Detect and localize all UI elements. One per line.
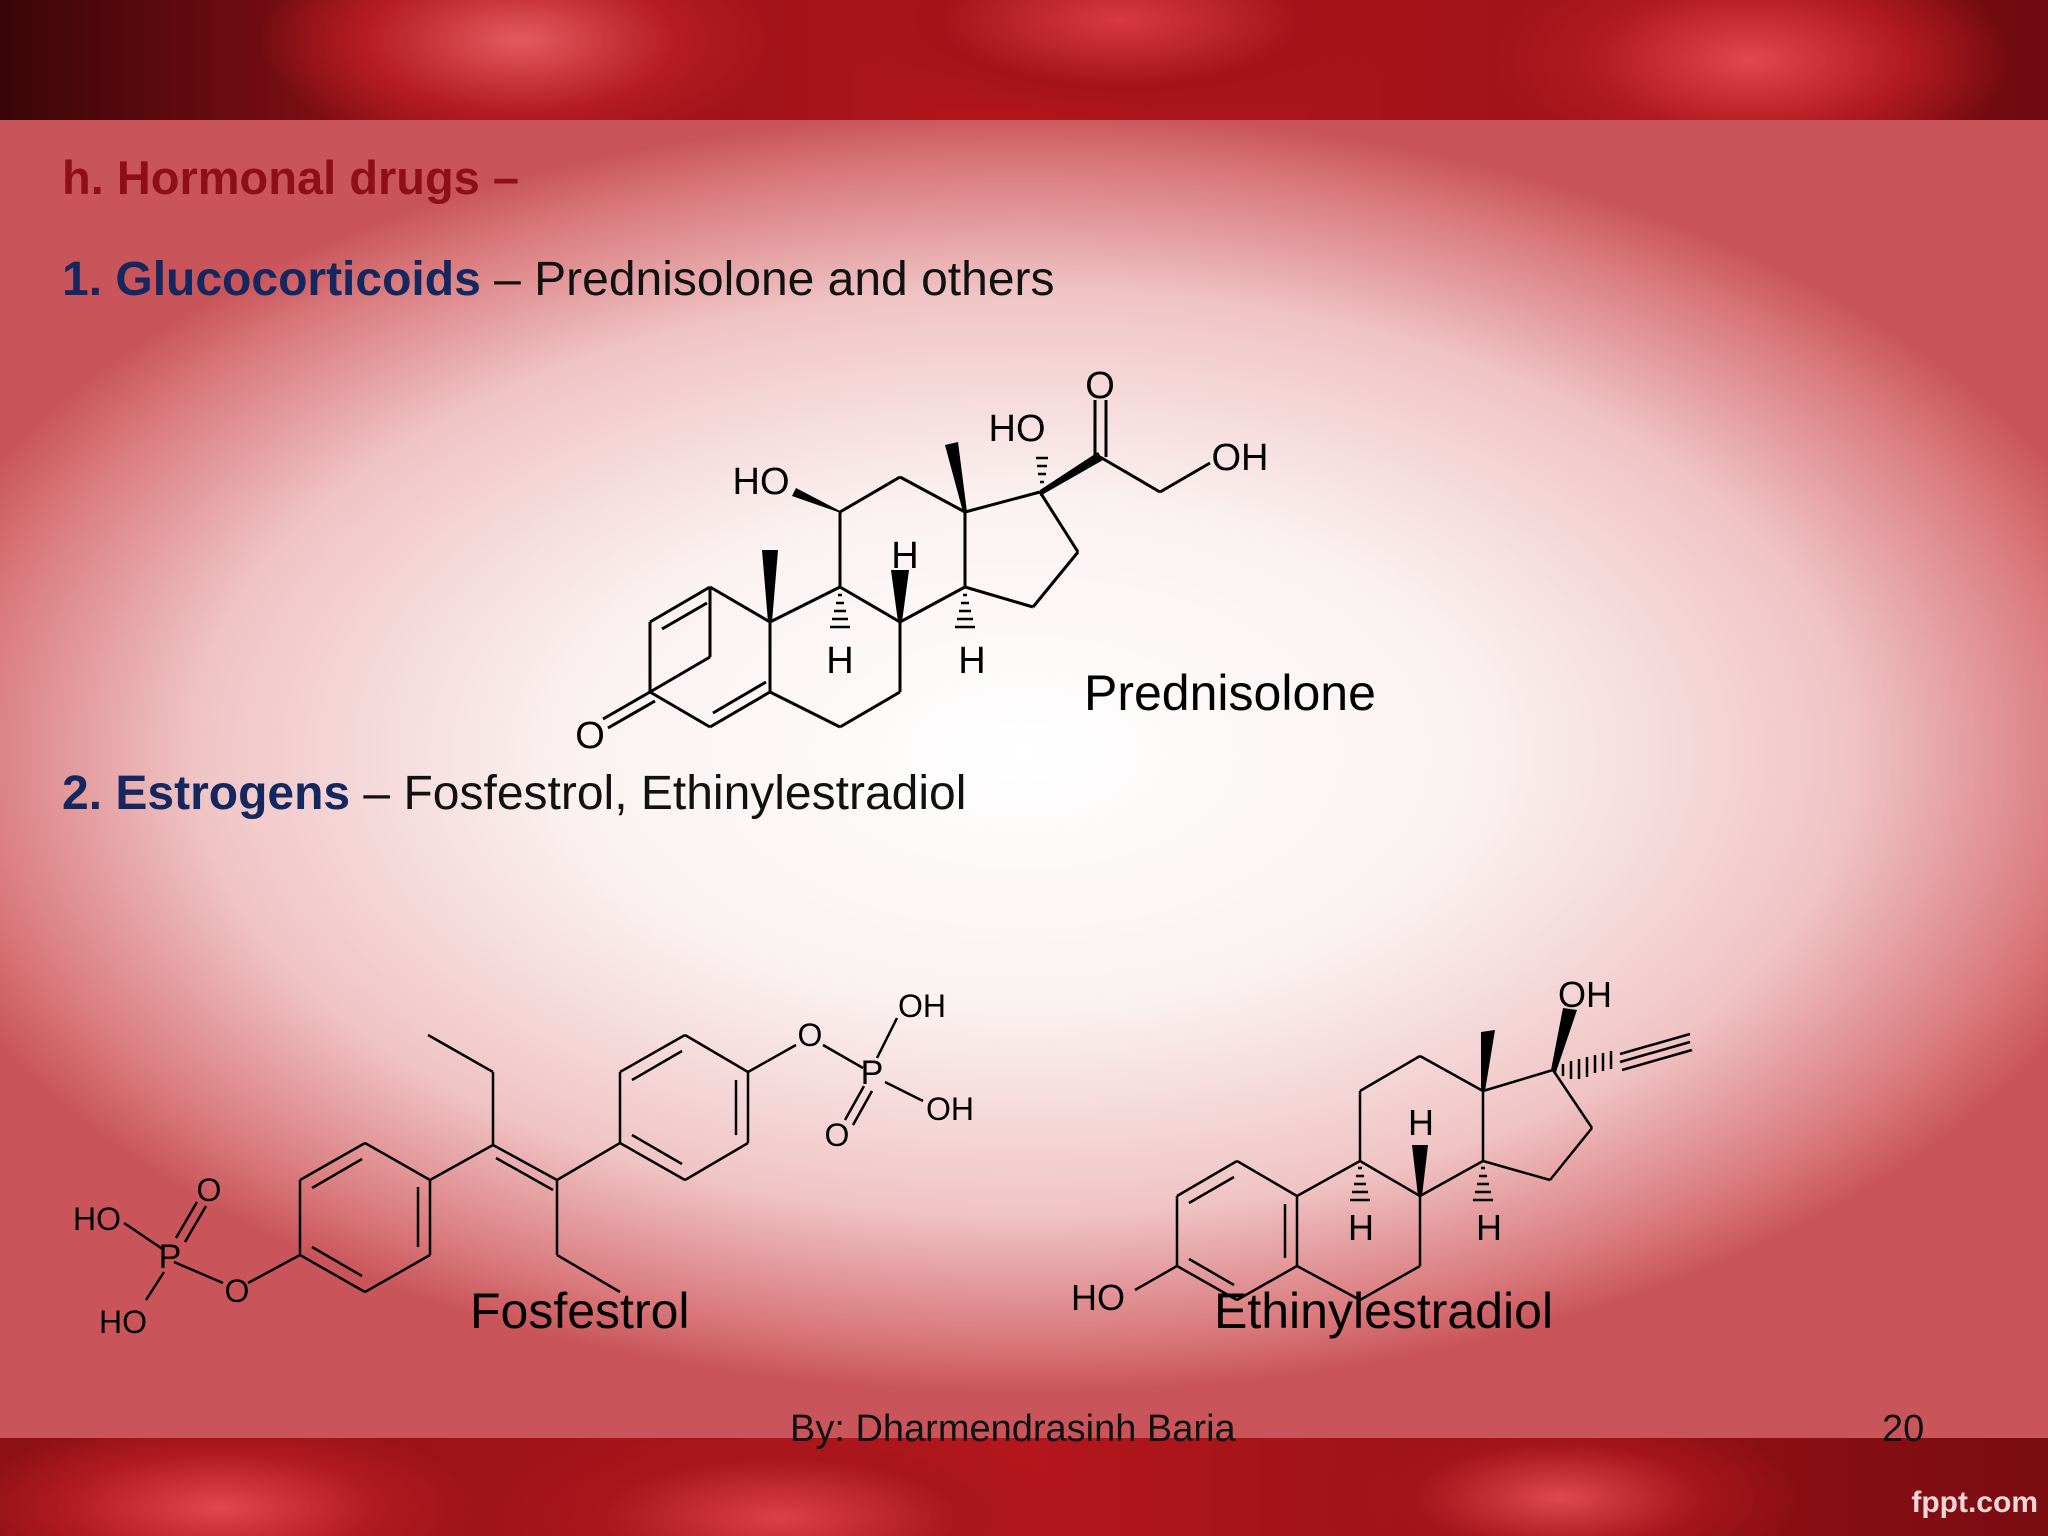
header-decoration bbox=[0, 0, 2048, 120]
item-title: 2. Estrogens bbox=[62, 767, 351, 820]
item-text: – Fosfestrol, Ethinylestradiol bbox=[350, 767, 967, 820]
item-glucocorticoids: 1. Glucocorticoids – Prednisolone and ot… bbox=[62, 252, 1055, 307]
slide-heading: h. Hormonal drugs – bbox=[62, 151, 519, 204]
atom-label: H bbox=[1408, 1102, 1434, 1143]
atom-label: H bbox=[1476, 1207, 1502, 1248]
fosfestrol-structure: OH O P OH O HO O P HO O bbox=[60, 980, 1010, 1340]
footer-decoration bbox=[0, 1438, 2048, 1536]
atom-label: O bbox=[798, 1017, 823, 1053]
atom-label: O bbox=[575, 715, 605, 757]
slide-panel bbox=[0, 120, 2048, 1438]
atom-label: O bbox=[197, 1172, 222, 1208]
atom-label: HO bbox=[73, 1201, 121, 1237]
atom-label: P bbox=[159, 1238, 182, 1276]
atom-label: O bbox=[1085, 365, 1115, 407]
fosfestrol-label: Fosfestrol bbox=[470, 1283, 690, 1339]
ethinylestradiol-structure: OH H H H HO bbox=[1060, 970, 1700, 1320]
atom-label: HO bbox=[1071, 1277, 1125, 1318]
atom-label: HO bbox=[989, 408, 1046, 450]
page-number: 20 bbox=[1882, 1408, 1925, 1450]
atom-label: O bbox=[825, 1117, 850, 1153]
atom-label: OH bbox=[898, 988, 946, 1024]
atom-label: O bbox=[225, 1273, 250, 1309]
atom-label: HO bbox=[733, 461, 790, 503]
atom-label: H bbox=[891, 535, 918, 577]
prednisolone-label: Prednisolone bbox=[1084, 665, 1376, 721]
item-text: – Prednisolone and others bbox=[480, 253, 1055, 306]
prednisolone-structure: O HO OH HO H H H O bbox=[560, 355, 1300, 765]
atom-label: OH bbox=[1212, 437, 1269, 479]
item-title: 1. Glucocorticoids bbox=[62, 253, 481, 306]
footer-author: By: Dharmendrasinh Baria bbox=[790, 1408, 1236, 1450]
atom-label: HO bbox=[99, 1304, 147, 1340]
ethinylestradiol-label: Ethinylestradiol bbox=[1214, 1283, 1554, 1339]
atom-label: OH bbox=[1558, 974, 1612, 1015]
atom-label: H bbox=[826, 640, 853, 682]
atom-label: OH bbox=[926, 1091, 974, 1127]
atom-label: H bbox=[1348, 1207, 1374, 1248]
atom-label: P bbox=[861, 1054, 884, 1092]
brand-watermark: fppt.com bbox=[1911, 1486, 2038, 1519]
item-estrogens: 2. Estrogens – Fosfestrol, Ethinylestrad… bbox=[62, 766, 966, 821]
atom-label: H bbox=[958, 640, 985, 682]
